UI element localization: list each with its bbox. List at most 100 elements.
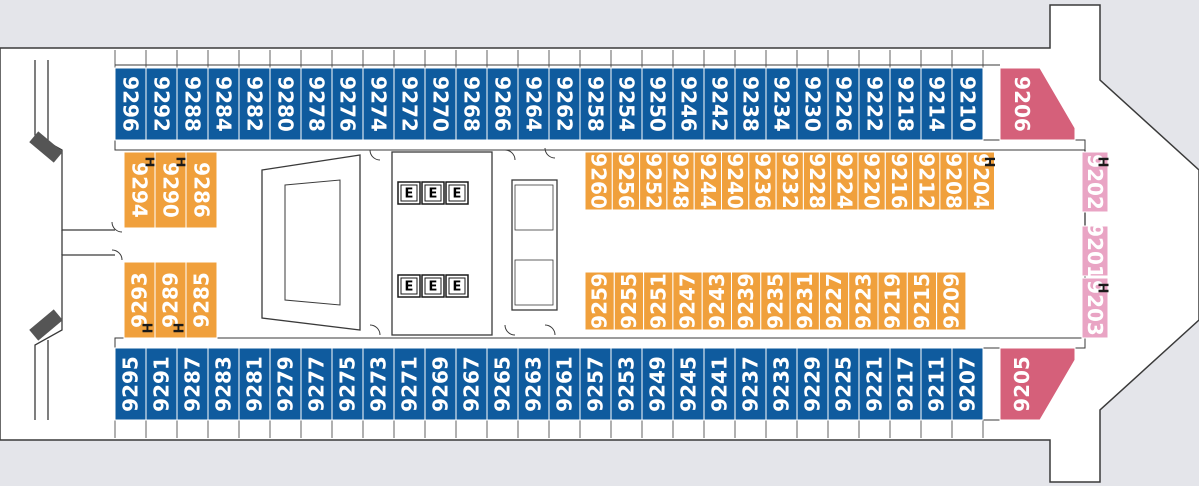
cabin-9223[interactable]: 9223 <box>848 271 879 331</box>
cabin-9219[interactable]: 9219 <box>877 271 908 331</box>
cabin-9208[interactable]: 9208 <box>939 151 968 211</box>
cabin-9228[interactable]: 9228 <box>802 151 832 211</box>
cabin-9264[interactable]: 9264 <box>517 67 550 141</box>
cabin-9211[interactable]: 9211 <box>920 347 953 421</box>
cabin-9272[interactable]: 9272 <box>393 67 426 141</box>
cabin-9270[interactable]: 9270 <box>424 67 457 141</box>
cabin-9212[interactable]: 9212 <box>912 151 941 211</box>
cabin-9287[interactable]: 9287 <box>176 347 209 421</box>
cabin-9280[interactable]: 9280 <box>269 67 302 141</box>
cabin-9288[interactable]: 9288 <box>176 67 209 141</box>
cabin-9276[interactable]: 9276 <box>331 67 364 141</box>
cabin-9274[interactable]: 9274 <box>362 67 395 141</box>
cabin-9239[interactable]: 9239 <box>731 271 762 331</box>
cabin-9237[interactable]: 9237 <box>734 347 767 421</box>
cabin-9282[interactable]: 9282 <box>238 67 271 141</box>
cabin-9271[interactable]: 9271 <box>393 347 426 421</box>
cabin-9220[interactable]: 9220 <box>857 151 886 211</box>
cabin-9268[interactable]: 9268 <box>455 67 488 141</box>
aft-structure <box>34 60 115 420</box>
cabin-9242[interactable]: 9242 <box>703 67 736 141</box>
cabin-9279[interactable]: 9279 <box>269 347 302 421</box>
cabin-9259[interactable]: 9259 <box>584 271 615 331</box>
cabin-number: 9227 <box>822 273 846 329</box>
cabin-9295[interactable]: 9295 <box>114 347 147 421</box>
cabin-9269[interactable]: 9269 <box>424 347 457 421</box>
cabin-9263[interactable]: 9263 <box>517 347 550 421</box>
cabin-9215[interactable]: 9215 <box>906 271 938 331</box>
cabin-9224[interactable]: 9224 <box>830 151 859 211</box>
cabin-9260[interactable]: 9260 <box>584 151 613 211</box>
cabin-9244[interactable]: 9244 <box>693 151 723 211</box>
cabin-9284[interactable]: 9284 <box>207 67 240 141</box>
cabin-9251[interactable]: 9251 <box>643 271 674 331</box>
cabin-9248[interactable]: 9248 <box>666 151 695 211</box>
cabin-9230[interactable]: 9230 <box>796 67 829 141</box>
cabin-9265[interactable]: 9265 <box>486 347 519 421</box>
cabin-9238[interactable]: 9238 <box>734 67 767 141</box>
cabin-9216[interactable]: 9216 <box>884 151 914 211</box>
cabin-9221[interactable]: 9221 <box>858 347 891 421</box>
cabin-9241[interactable]: 9241 <box>703 347 736 421</box>
cabin-9286[interactable]: 9286 <box>185 151 218 229</box>
cabin-9285[interactable]: 9285 <box>185 261 218 339</box>
cabin-9278[interactable]: 9278 <box>300 67 333 141</box>
cabin-9247[interactable]: 9247 <box>672 271 703 331</box>
cabin-9254[interactable]: 9254 <box>610 67 643 141</box>
atrium-outline <box>261 154 361 331</box>
cabin-9236[interactable]: 9236 <box>748 151 777 211</box>
cabin-9226[interactable]: 9226 <box>827 67 860 141</box>
cabin-9233[interactable]: 9233 <box>765 347 798 421</box>
cabin-9256[interactable]: 9256 <box>611 151 641 211</box>
cabin-9267[interactable]: 9267 <box>455 347 488 421</box>
cabin-9225[interactable]: 9225 <box>827 347 860 421</box>
cabin-9273[interactable]: 9273 <box>362 347 395 421</box>
cabin-9218[interactable]: 9218 <box>889 67 922 141</box>
cabin-9283[interactable]: 9283 <box>207 347 240 421</box>
cabin-9231[interactable]: 9231 <box>789 271 820 331</box>
cabin-9255[interactable]: 9255 <box>613 271 645 331</box>
cabin-9281[interactable]: 9281 <box>238 347 271 421</box>
cabin-9257[interactable]: 9257 <box>579 347 612 421</box>
cabin-9261[interactable]: 9261 <box>548 347 581 421</box>
cabin-9229[interactable]: 9229 <box>796 347 829 421</box>
cabin-9209[interactable]: 9209 <box>936 271 967 331</box>
cabin-9206[interactable]: 9206 <box>999 67 1076 141</box>
cabin-9253[interactable]: 9253 <box>610 347 643 421</box>
cabin-9296[interactable]: 9296 <box>114 67 147 141</box>
cabin-9252[interactable]: 9252 <box>639 151 668 211</box>
cabin-9201[interactable]: 9201 <box>1081 223 1109 279</box>
cabin-9258[interactable]: 9258 <box>579 67 612 141</box>
cabin-9291[interactable]: 9291 <box>145 347 178 421</box>
cabin-9266[interactable]: 9266 <box>486 67 519 141</box>
cabin-9214[interactable]: 9214 <box>920 67 953 141</box>
cabin-9207[interactable]: 9207 <box>951 347 984 421</box>
cabin-9262[interactable]: 9262 <box>548 67 581 141</box>
cabin-9275[interactable]: 9275 <box>331 347 364 421</box>
cabin-9292[interactable]: 9292 <box>145 67 178 141</box>
cabin-9249[interactable]: 9249 <box>641 347 674 421</box>
cabin-number: 9229 <box>801 356 825 412</box>
cabin-9217[interactable]: 9217 <box>889 347 922 421</box>
cabin-9210[interactable]: 9210 <box>951 67 984 141</box>
cabin-9227[interactable]: 9227 <box>818 271 850 331</box>
cabin-9234[interactable]: 9234 <box>765 67 798 141</box>
cabin-9222[interactable]: 9222 <box>858 67 891 141</box>
cabin-9205[interactable]: 9205 <box>999 347 1076 421</box>
cabin-9240[interactable]: 9240 <box>721 151 750 211</box>
cabin-9277[interactable]: 9277 <box>300 347 333 421</box>
cabin-9235[interactable]: 9235 <box>760 271 791 331</box>
cabin-9243[interactable]: 9243 <box>701 271 733 331</box>
cabin-9246[interactable]: 9246 <box>672 67 705 141</box>
elevator-label: E <box>453 280 462 295</box>
cabin-9250[interactable]: 9250 <box>641 67 674 141</box>
cabin-9245[interactable]: 9245 <box>672 347 705 421</box>
cabin-9232[interactable]: 9232 <box>775 151 804 211</box>
